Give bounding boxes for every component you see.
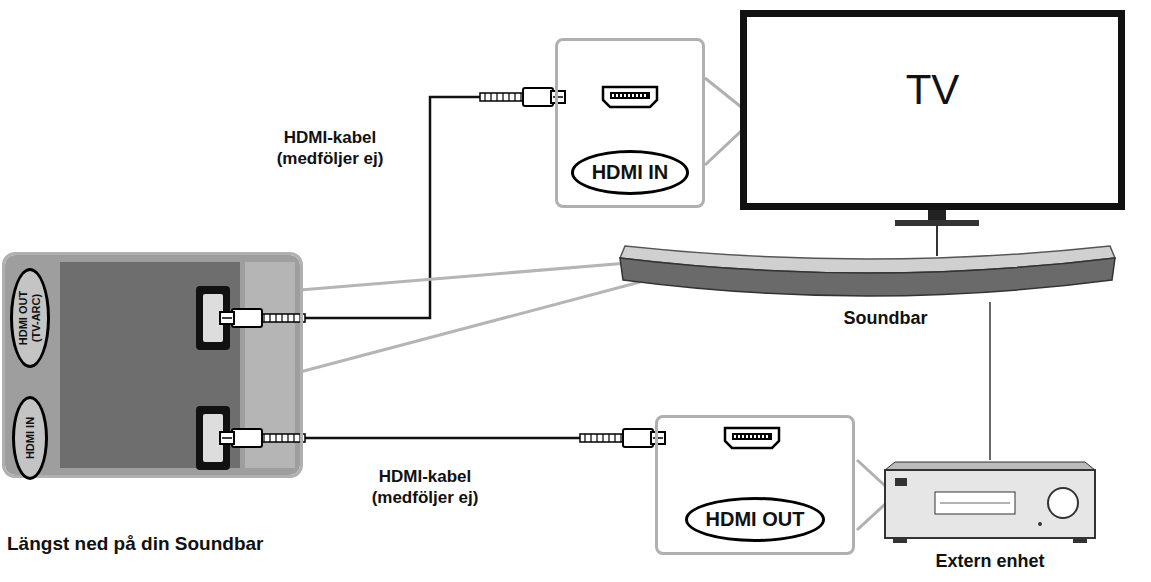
connector-panel: Längst ned på din SoundbarHDMI OUT (TV-A…	[5, 255, 300, 475]
port-name: HDMI IN	[571, 150, 690, 195]
device-name: TV	[906, 66, 960, 114]
port-name: HDMI IN	[24, 417, 37, 459]
soundbar: Soundbar	[620, 240, 1115, 302]
panel-illustration	[60, 262, 240, 468]
callout-box: HDMI OUT	[655, 415, 855, 555]
device-name: Soundbar	[844, 308, 928, 329]
external-device-shape	[940, 503, 1010, 504]
soundbar-shape	[620, 246, 1115, 296]
tv-stand	[895, 220, 979, 226]
cable-label: HDMI-kabel (medföljer ej)	[350, 465, 500, 510]
external-device-shape	[893, 538, 907, 543]
hdmi-plug	[580, 429, 665, 447]
external-device-shape	[1038, 522, 1042, 526]
port-label: HDMI OUT (TV-ARC)	[10, 268, 50, 368]
external-device-shape	[935, 492, 1015, 514]
hdmi-port	[725, 428, 779, 448]
panel-caption: Längst ned på din Soundbar	[7, 533, 264, 555]
external-device-shape	[1048, 488, 1078, 518]
callout-pointer	[300, 262, 640, 290]
hdmi-plug	[480, 88, 565, 106]
external-device-shape	[1073, 538, 1087, 543]
device-name: Extern enhet	[935, 551, 1044, 572]
tv-stand	[895, 210, 979, 256]
external-device: Extern enhet	[880, 460, 1100, 545]
port-label: HDMI IN	[12, 396, 48, 480]
callout-box: HDMI IN	[555, 38, 705, 208]
connection-line	[989, 302, 991, 460]
external-device-shape	[895, 478, 907, 486]
port-name: HDMI OUT	[685, 497, 826, 542]
hdmi-plug	[220, 309, 305, 327]
external-device-shape	[885, 462, 1095, 543]
hdmi-port	[603, 87, 657, 107]
external-device-shape	[885, 462, 1095, 470]
hdmi-plug	[220, 429, 305, 447]
external-device-shape	[885, 470, 1095, 538]
soundbar-shape	[620, 258, 1115, 296]
port-name: HDMI OUT (TV-ARC)	[17, 287, 42, 349]
callout-pointer	[300, 282, 640, 372]
tv-stand	[936, 226, 938, 256]
cable-label: HDMI-kabel (medföljer ej)	[255, 126, 405, 171]
tv-screen: TV	[740, 10, 1125, 210]
